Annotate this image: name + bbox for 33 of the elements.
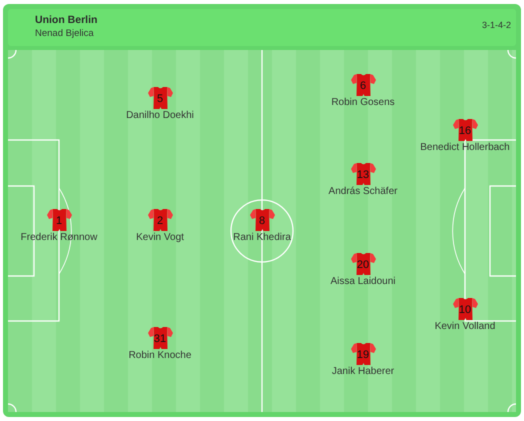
shirt-number: 5: [156, 92, 164, 104]
player-name: Janik Haberer: [332, 366, 394, 378]
player-jersey: [148, 326, 172, 349]
team-name: Union Berlin: [35, 14, 98, 27]
player-name: Kevin Volland: [434, 321, 496, 333]
player-jersey: [350, 342, 376, 365]
player-jersey: [452, 118, 478, 141]
player-jersey: [350, 73, 376, 96]
player-jersey: [148, 86, 172, 109]
player-name: András Schäfer: [328, 186, 398, 198]
player-jersey: [350, 162, 376, 185]
shirt-number: 6: [360, 80, 366, 92]
player-name: Robin Knoche: [128, 350, 192, 362]
shirt-number: 19: [356, 348, 370, 360]
player-name: Kevin Vogt: [136, 232, 184, 244]
player-jersey: [148, 208, 172, 231]
shirt-number: 8: [258, 214, 266, 226]
player-name: Robin Gosens: [331, 97, 395, 109]
player-jersey: [452, 297, 478, 320]
coach-name: Nenad Bjelica: [35, 28, 94, 40]
player-name: Danilho Doekhi: [126, 110, 194, 122]
shirt-number: 13: [356, 168, 370, 180]
shirt-number: 2: [156, 214, 164, 226]
shirt-number: 20: [356, 258, 370, 270]
player-jersey: [250, 208, 274, 231]
shirt-number: 31: [154, 332, 166, 344]
player-name: Aissa Laidouni: [330, 276, 396, 288]
player-jersey: [46, 208, 72, 231]
formation-label: 3-1-4-2: [482, 19, 511, 31]
shirt-number: 1: [56, 214, 62, 226]
shirt-number: 16: [458, 124, 472, 136]
player-jersey: [350, 252, 376, 275]
shirt-number: 10: [458, 304, 472, 316]
